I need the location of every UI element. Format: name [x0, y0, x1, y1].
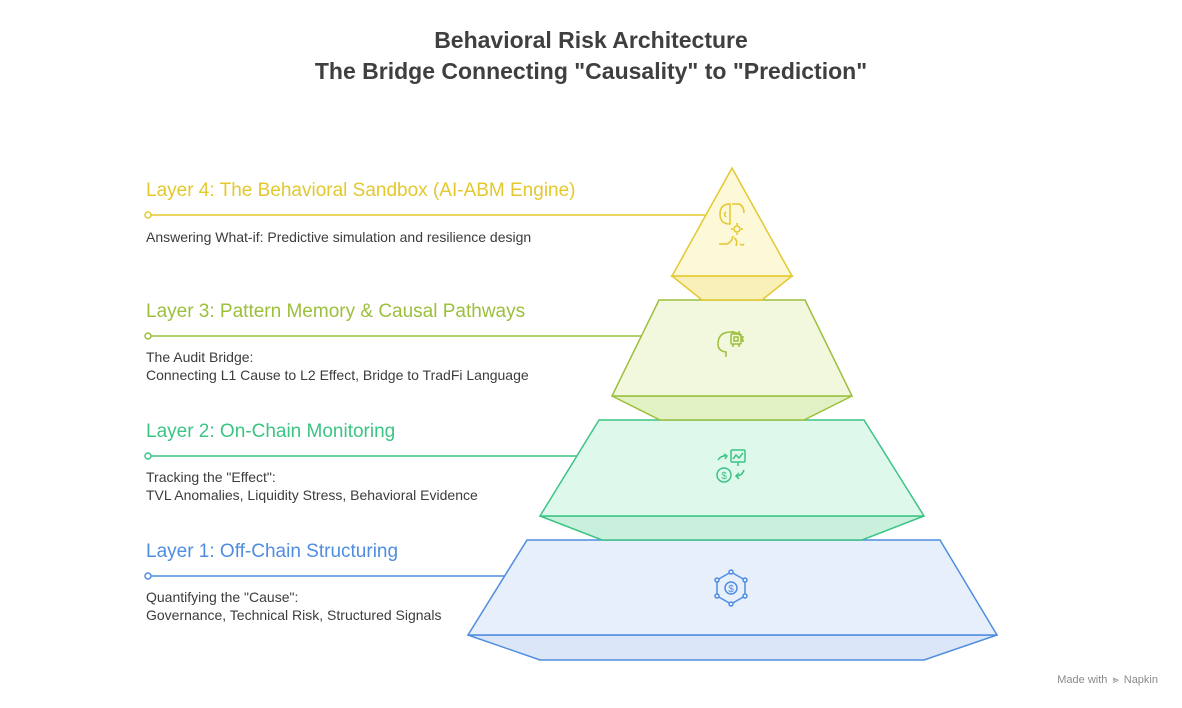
- svg-text:$: $: [728, 584, 734, 595]
- layer-1-title: Layer 1: Off-Chain Structuring: [146, 541, 399, 562]
- layer-3-desc-line: Connecting L1 Cause to L2 Effect, Bridge…: [146, 367, 529, 383]
- layer-4-shape: [144, 166, 795, 301]
- layer-4-base: [669, 275, 795, 301]
- layer-1-connector-dot: [144, 572, 152, 580]
- layer-2-description: Tracking the "Effect": TVL Anomalies, Li…: [146, 468, 478, 504]
- layer-4-title: Layer 4: The Behavioral Sandbox (AI-ABM …: [146, 180, 576, 201]
- layer-2-desc-line: TVL Anomalies, Liquidity Stress, Behavio…: [146, 487, 478, 503]
- layer-1-shape: $: [144, 539, 999, 661]
- dollar-network-icon: $: [714, 569, 748, 607]
- svg-text:$: $: [721, 471, 727, 482]
- layer-4-description: Answering What-if: Predictive simulation…: [146, 228, 531, 246]
- layer-3-base: [611, 395, 853, 421]
- made-with-label: Made with: [1057, 674, 1108, 686]
- layer-1-desc-line: Governance, Technical Risk, Structured S…: [146, 607, 442, 623]
- layer-2-shape: $: [144, 419, 926, 541]
- layer-3-connector-dot: [144, 332, 152, 340]
- layer-3-desc-line: The Audit Bridge:: [146, 349, 254, 365]
- napkin-logo-icon: ⪢: [1112, 674, 1119, 686]
- diagram-subtitle: The Bridge Connecting "Causality" to "Pr…: [314, 58, 868, 84]
- layer-3-shape: [144, 299, 854, 421]
- layer-2-face: [538, 419, 926, 517]
- layer-2-base: [539, 515, 925, 541]
- layer-2-connector-dot: [144, 452, 152, 460]
- layer-4-desc-line: Answering What-if: Predictive simulation…: [146, 229, 532, 245]
- layer-1-base: [467, 634, 998, 661]
- layer-1-description: Quantifying the "Cause": Governance, Tec…: [146, 588, 441, 624]
- brand-label: Napkin: [1123, 674, 1158, 686]
- layer-2-desc-line: Tracking the "Effect":: [146, 469, 276, 485]
- layer-4-connector-dot: [144, 211, 152, 219]
- layer-2-title: Layer 2: On-Chain Monitoring: [146, 421, 396, 442]
- layer-3-title: Layer 3: Pattern Memory & Causal Pathway…: [146, 301, 526, 322]
- head-chip-icon: [717, 331, 744, 357]
- footer-credit: Made with ⪢ Napkin: [1057, 674, 1158, 687]
- brain-gear-icon: [719, 203, 745, 247]
- diagram-title: Behavioral Risk Architecture: [434, 27, 748, 53]
- layer-1-desc-line: Quantifying the "Cause":: [146, 589, 299, 605]
- layer-4-face: [670, 166, 794, 277]
- money-chart-icon: $: [716, 449, 746, 483]
- layer-3-description: The Audit Bridge: Connecting L1 Cause to…: [146, 348, 529, 384]
- layer-3-face: [610, 299, 854, 397]
